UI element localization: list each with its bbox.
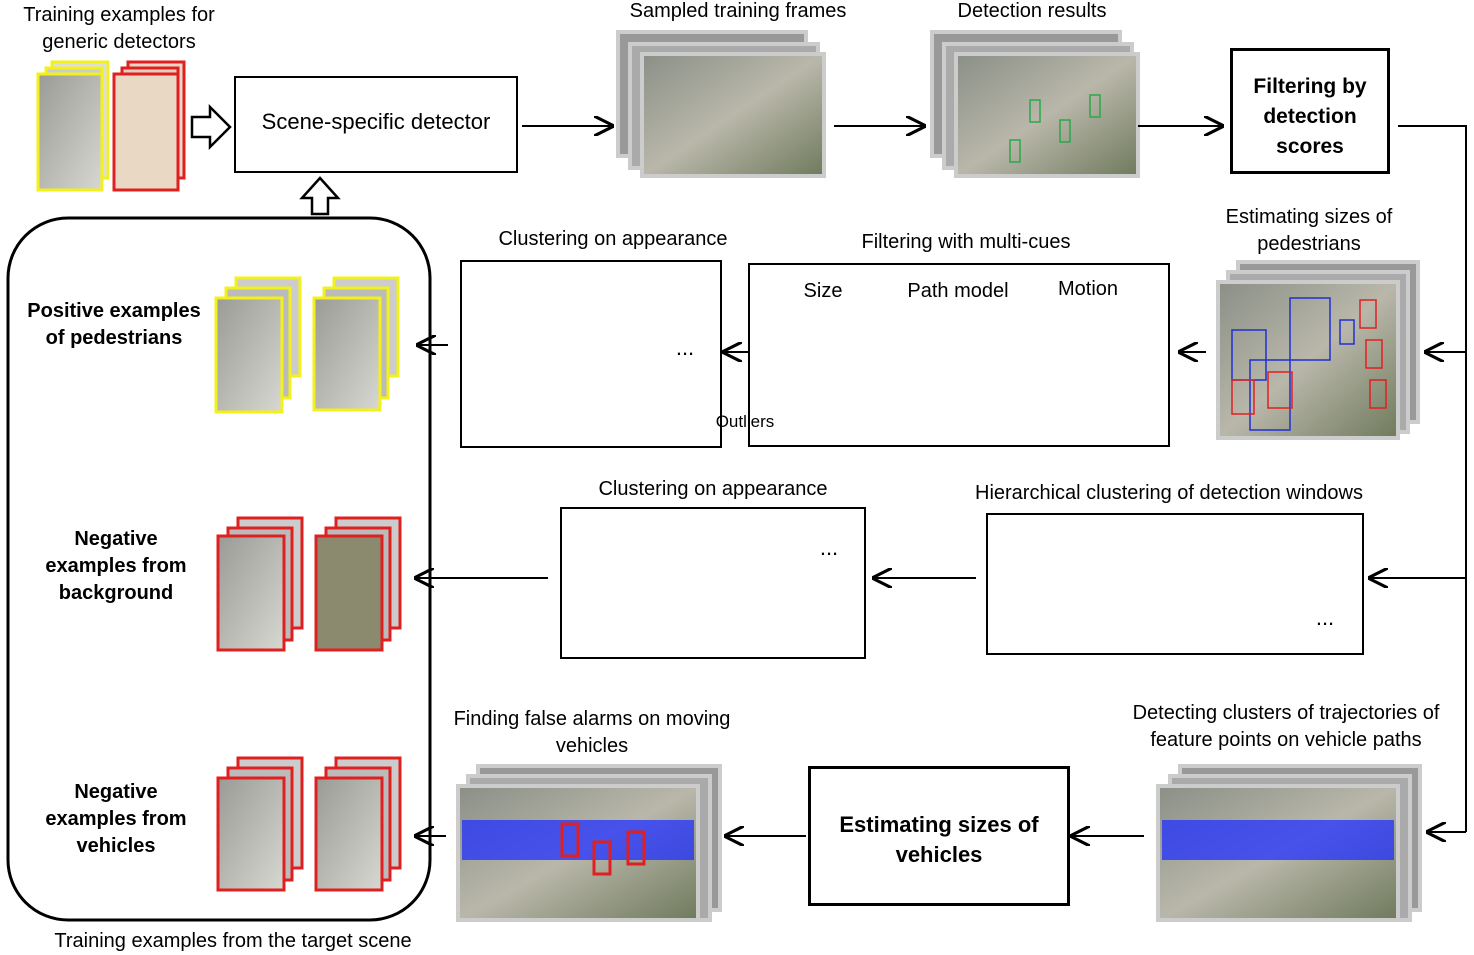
cue-path-label: Path model xyxy=(907,280,1009,302)
false-alarm-stack xyxy=(456,764,722,922)
sampled-frames-title: Sampled training frames xyxy=(629,0,847,22)
background-cluster-ellipsis: ... xyxy=(819,535,839,560)
detecting-trajectory-clusters-title: Detecting clusters of trajectories of fe… xyxy=(1132,702,1440,751)
outliers-label: Outliers xyxy=(715,412,775,431)
hollow-arrow-right xyxy=(190,103,232,151)
negative-background-stacks xyxy=(216,516,402,652)
vehicle-trajectory-stack xyxy=(1156,764,1422,922)
target-scene-caption: Training examples from the target scene xyxy=(54,930,412,952)
filtering-scores-box xyxy=(1230,48,1390,174)
negative-vehicle-stacks xyxy=(216,756,402,892)
cue-motion-label: Motion xyxy=(1057,278,1119,300)
target-scene-panel xyxy=(6,216,432,922)
pedestrian-clustering-title: Clustering on appearance xyxy=(498,228,728,250)
negative-vehicles-label: Negative examples from vehicles xyxy=(45,781,187,857)
false-alarms-title: Finding false alarms on moving vehicles xyxy=(453,708,731,757)
cue-size-label: Size xyxy=(803,280,843,302)
generic-positive-stack xyxy=(36,60,110,192)
generic-negative-stack xyxy=(112,60,186,192)
detection-results-title: Detection results xyxy=(957,0,1107,22)
estimating-pedestrian-sizes-title: Estimating sizes of pedestrians xyxy=(1225,206,1393,255)
multicue-title: Filtering with multi-cues xyxy=(861,231,1071,253)
hollow-arrow-up xyxy=(299,176,341,216)
sampled-frames-stack xyxy=(616,30,826,178)
estimating-vehicle-sizes-box xyxy=(808,766,1070,906)
detection-results-stack xyxy=(930,30,1140,178)
pedestrian-size-stack xyxy=(1216,260,1420,440)
multicue-box xyxy=(748,263,1170,447)
hierarchical-clustering-title: Hierarchical clustering of detection win… xyxy=(975,482,1363,504)
scene-specific-detector-box xyxy=(234,76,518,173)
positive-examples-label: Positive examples of pedestrians xyxy=(27,300,201,349)
filtering-scores-label: Filtering by detection scores xyxy=(1253,75,1367,158)
pedestrian-cluster-box xyxy=(460,260,722,448)
estimating-vehicle-sizes-label: Estimating sizes of vehicles xyxy=(839,812,1039,867)
scene-specific-detector-label: Scene-specific detector xyxy=(261,109,491,134)
positive-pedestrian-stacks xyxy=(214,276,400,414)
hierarchical-cluster-box xyxy=(986,513,1364,655)
generic-examples-title: Training examples for generic detectors xyxy=(23,4,215,53)
background-cluster-box xyxy=(560,507,866,659)
pedestrian-cluster-ellipsis: ... xyxy=(675,335,695,360)
hierarchical-ellipsis: ... xyxy=(1315,605,1335,630)
negative-background-label: Negative examples from background xyxy=(45,528,187,604)
background-clustering-title: Clustering on appearance xyxy=(598,478,828,500)
